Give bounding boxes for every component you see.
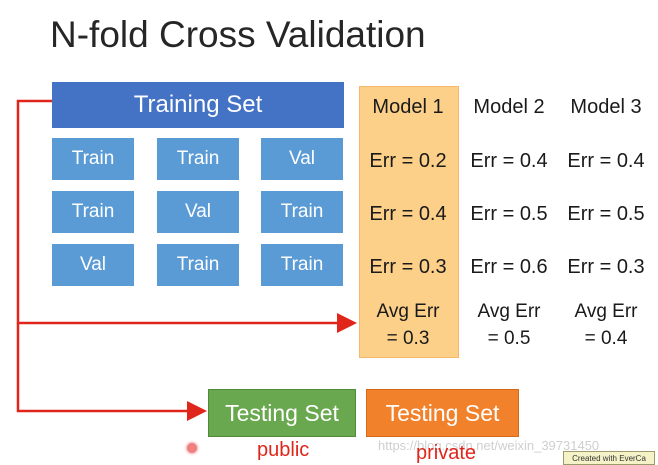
model-1-err-1: Err = 0.2 — [369, 150, 447, 172]
model-1-avg-err: Avg Err = 0.3 — [359, 298, 457, 352]
model-2-err-2: Err = 0.5 — [470, 203, 548, 225]
pointer-dot — [187, 443, 197, 453]
model-2-avg-err-value: = 0.5 — [487, 328, 531, 349]
model-1-err-2: Err = 0.4 — [369, 203, 447, 225]
arrow-to-testing-set — [16, 323, 207, 421]
arrow-to-models — [16, 99, 357, 333]
model-1-err-3: Err = 0.3 — [369, 256, 447, 278]
fold-3-block-2: Train — [157, 244, 239, 286]
model-3-avg-err-label: Avg Err — [574, 301, 638, 322]
fold-2-block-3: Train — [261, 191, 343, 233]
evercam-badge: Created with EverCa — [563, 451, 655, 465]
public-label: public — [257, 439, 310, 461]
model-3-avg-err-value: = 0.4 — [584, 328, 628, 349]
fold-3-block-3: Train — [261, 244, 343, 286]
model-2-avg-err: Avg Err = 0.5 — [460, 298, 558, 352]
model-3-err-3: Err = 0.3 — [567, 256, 645, 278]
watermark: https://blog.csdn.net/weixin_39731450 — [378, 438, 600, 453]
model-3-err-2: Err = 0.5 — [567, 203, 645, 225]
fold-1-block-3: Val — [261, 138, 343, 180]
fold-1-block-2: Train — [157, 138, 239, 180]
fold-3-block-1: Val — [52, 244, 134, 286]
fold-2-block-1: Train — [52, 191, 134, 233]
model-1-highlight — [359, 86, 459, 358]
page-title: N-fold Cross Validation — [50, 14, 426, 55]
model-2-err-1: Err = 0.4 — [470, 150, 548, 172]
private-testing-set-box: Testing Set — [366, 389, 519, 437]
model-3-err-1: Err = 0.4 — [567, 150, 645, 172]
training-set-box: Training Set — [52, 82, 344, 128]
model-1-avg-err-value: = 0.3 — [386, 328, 430, 349]
model-3-avg-err: Avg Err = 0.4 — [557, 298, 655, 352]
fold-1-block-1: Train — [52, 138, 134, 180]
private-label: private — [416, 442, 477, 464]
model-1-header: Model 1 — [372, 96, 444, 118]
model-2-avg-err-label: Avg Err — [477, 301, 541, 322]
model-2-header: Model 2 — [473, 96, 545, 118]
model-3-header: Model 3 — [570, 96, 642, 118]
fold-2-block-2: Val — [157, 191, 239, 233]
model-2-err-3: Err = 0.6 — [470, 256, 548, 278]
public-testing-set-box: Testing Set — [208, 389, 356, 437]
model-1-avg-err-label: Avg Err — [376, 301, 440, 322]
